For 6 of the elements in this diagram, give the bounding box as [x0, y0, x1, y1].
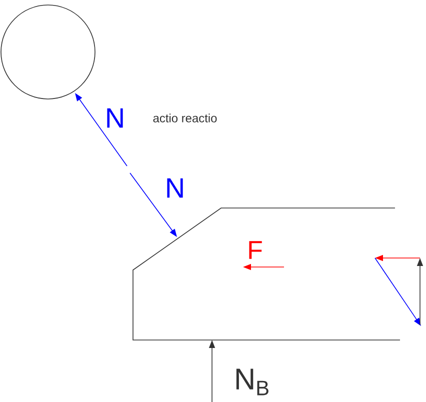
note-text: actio reactio	[153, 114, 217, 122]
block-outline	[132, 208, 400, 340]
force-label: N$_{B}$	[236, 368, 268, 396]
ball	[0, 4, 96, 100]
force-label: N	[107, 108, 123, 128]
force-label: F	[249, 241, 262, 259]
